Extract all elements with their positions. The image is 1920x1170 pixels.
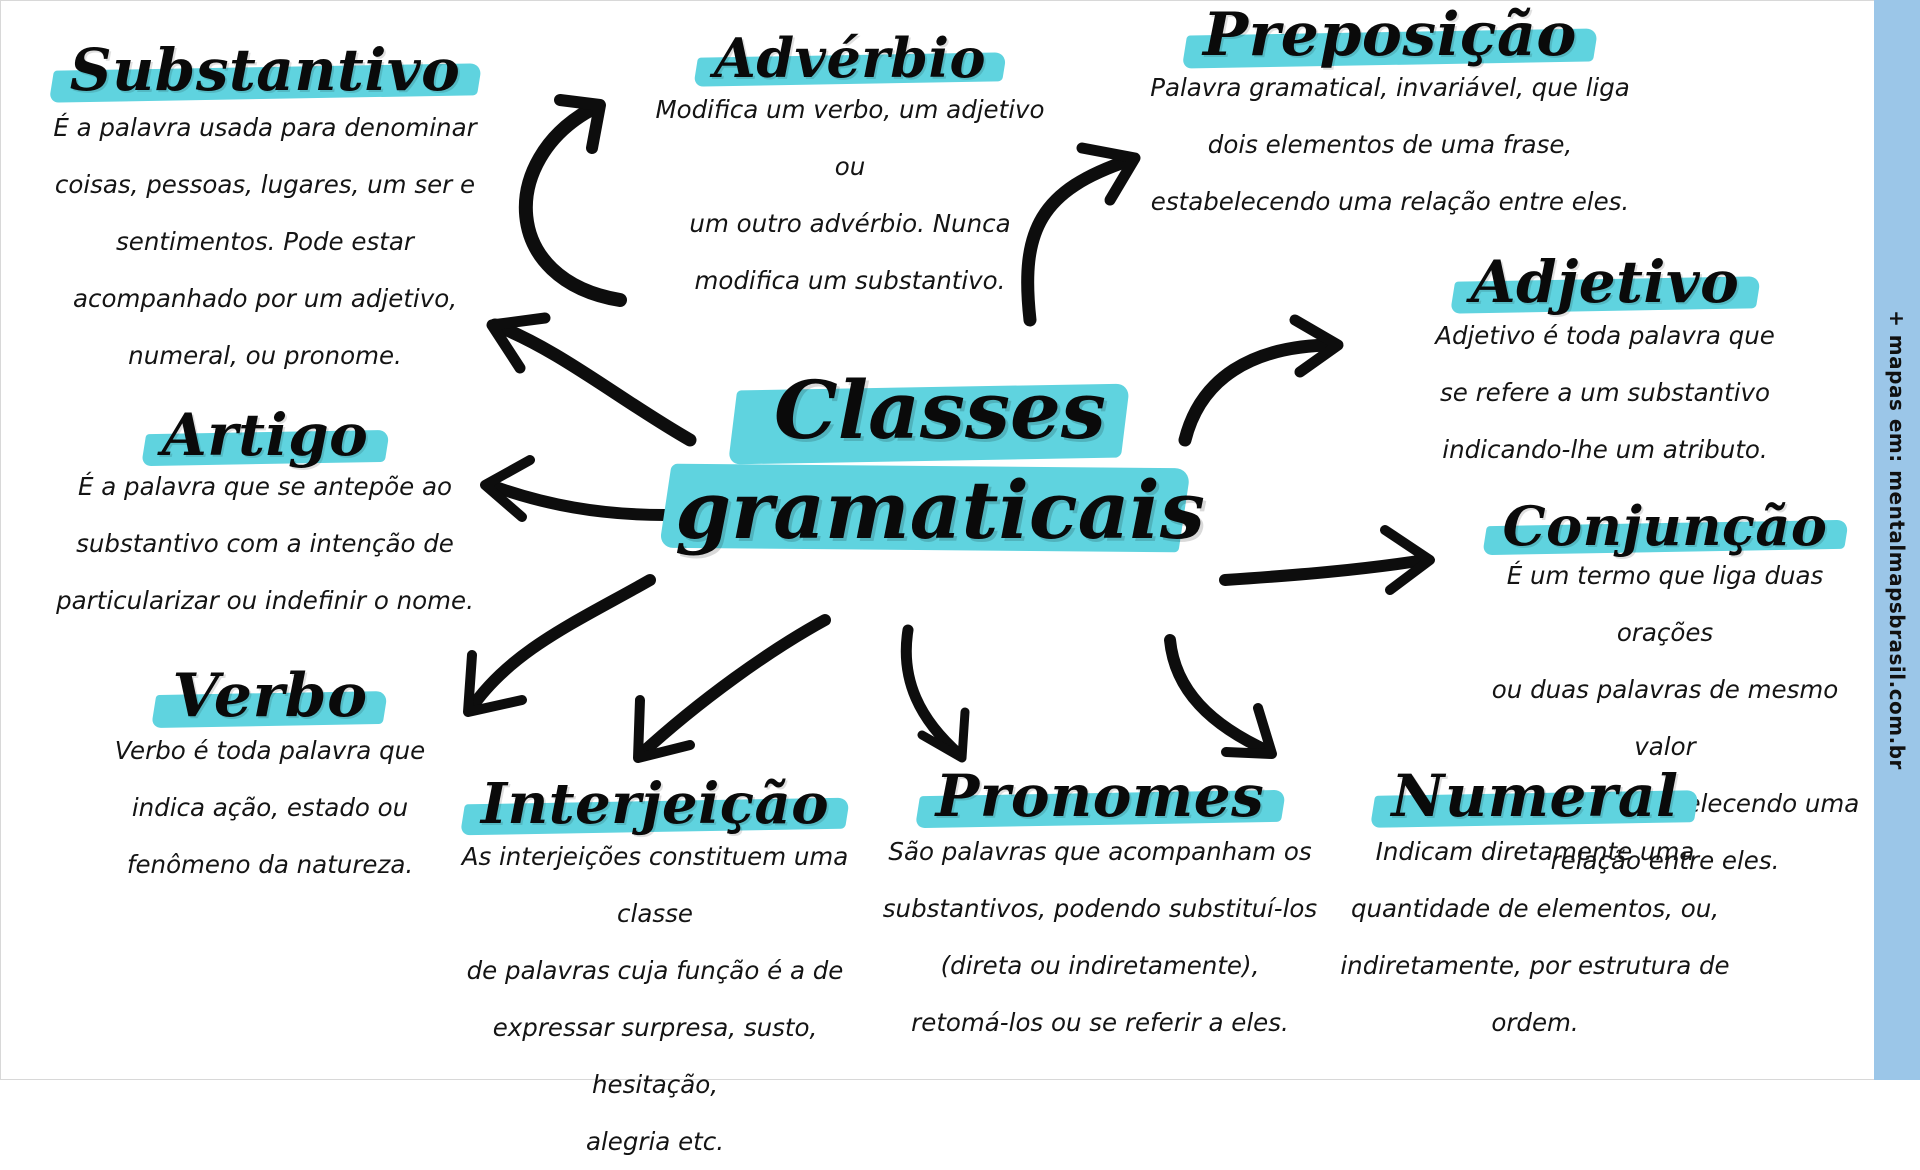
node-description: Indicam diretamente uma quantidade de el…: [1335, 823, 1735, 1051]
node-description: Modifica um verbo, um adjetivo ou um out…: [640, 81, 1060, 309]
desc-line: Adjetivo é toda palavra que: [1435, 320, 1775, 350]
arrow-to-substantivo-lower: [486, 312, 697, 447]
desc-line: Indicam diretamente uma: [1375, 836, 1695, 866]
arrow-to-artigo-head: [480, 455, 535, 522]
arrow-to-numeral-shaft: [1164, 634, 1276, 758]
node-title: Verbo: [172, 661, 368, 731]
arrow-to-pronomes-head: [917, 707, 970, 763]
desc-line: dois elementos de uma frase,: [1207, 130, 1573, 159]
arrow-to-numeral: [1164, 634, 1277, 759]
desc-line: ordem.: [1491, 1007, 1579, 1037]
desc-line: de palavras cuja função é a de: [466, 955, 844, 985]
node-verbo: Verbo Verbo é toda palavra que indica aç…: [90, 665, 450, 893]
node-pronomes: Pronomes São palavras que acompanham os …: [880, 766, 1320, 1051]
center-title-line1: Classes: [774, 363, 1106, 457]
arrow-to-substantivo-head: [554, 94, 606, 154]
desc-line: acompanhado por um adjetivo,: [72, 283, 458, 313]
arrow-to-adjetivo: [1178, 314, 1344, 447]
desc-line: particularizar ou indefinir o nome.: [56, 585, 474, 615]
node-interjeicao: Interjeição As interjeições constituem u…: [430, 775, 880, 1170]
desc-line: Palavra gramatical, invariável, que liga: [1150, 73, 1630, 102]
arrow-to-pronomes: [900, 624, 970, 763]
arrow-to-conjuncao: [1219, 525, 1435, 595]
node-adjetivo: Adjetivo Adjetivo é toda palavra que se …: [1420, 252, 1790, 478]
node-description: É a palavra que se antepõe ao substantiv…: [50, 458, 480, 629]
node-title: Conjunção: [1502, 494, 1828, 558]
desc-line: As interjeições constituem uma classe: [461, 841, 849, 928]
node-title: Artigo: [161, 401, 369, 469]
node-title: Adjetivo: [1470, 248, 1740, 316]
central-topic: Classes gramaticais: [659, 360, 1215, 560]
desc-line: indica ação, estado ou: [131, 793, 409, 822]
node-title: Preposição: [1203, 0, 1577, 70]
node-description: Verbo é toda palavra que indica ação, es…: [90, 722, 450, 893]
desc-line: Modifica um verbo, um adjetivo ou: [655, 94, 1045, 181]
arrow-to-interjeicao-head: [633, 695, 695, 763]
desc-line: relação entre eles.: [1550, 845, 1780, 875]
node-adverbio: Advérbio Modifica um verbo, um adjetivo …: [640, 30, 1060, 309]
desc-line: expressar surpresa, susto, hesitação,: [492, 1012, 818, 1099]
desc-line: fenômeno da natureza.: [126, 850, 414, 879]
node-title: Substantivo: [69, 36, 461, 104]
node-description: Adjetivo é toda palavra que se refere a …: [1420, 307, 1790, 478]
arrow-to-preposicao-shaft: [1021, 153, 1137, 327]
desc-line: um outro advérbio. Nunca: [689, 208, 1011, 238]
desc-line: se refere a um substantivo: [1439, 377, 1771, 407]
desc-line: (direta ou indiretamente),: [940, 950, 1260, 980]
desc-line: sentimentos. Pode estar: [116, 226, 414, 256]
arrow-to-adjetivo-head: [1289, 314, 1344, 378]
desc-line: alegria etc.: [585, 1126, 725, 1156]
arrow-to-substantivo-lower-shaft: [488, 318, 697, 447]
desc-line: indiretamente, por estrutura de: [1340, 950, 1730, 980]
desc-line: Verbo é toda palavra que: [114, 736, 426, 765]
node-description: É a palavra usada para denominar coisas,…: [50, 99, 480, 384]
node-title: Interjeição: [480, 771, 830, 837]
desc-line: É a palavra que se antepõe ao: [77, 471, 453, 501]
desc-line: substantivo com a intenção de: [76, 528, 454, 558]
node-artigo: Artigo É a palavra que se antepõe ao sub…: [50, 405, 480, 629]
arrow-to-numeral-head: [1221, 703, 1277, 759]
node-description: Palavra gramatical, invariável, que liga…: [1140, 59, 1640, 230]
arrow-to-substantivo: [518, 94, 627, 307]
arrow-to-adjetivo-shaft: [1178, 338, 1342, 447]
node-numeral: Numeral Indicam diretamente uma quantida…: [1335, 766, 1735, 1051]
desc-line: estabelecendo uma relação entre eles.: [1150, 187, 1630, 216]
desc-line: ou duas palavras de mesmo valor: [1491, 674, 1839, 761]
desc-line: indicando-lhe um atributo.: [1442, 434, 1768, 464]
arrow-to-substantivo-lower-head: [486, 312, 551, 374]
arrow-to-preposicao-head: [1076, 142, 1141, 206]
node-preposicao: Preposição Palavra gramatical, invariáve…: [1140, 4, 1640, 230]
arrow-to-conjuncao-head: [1380, 525, 1435, 595]
node-title: Advérbio: [713, 26, 987, 90]
desc-line: É um termo que liga duas orações: [1506, 560, 1824, 647]
desc-line: coisas, pessoas, lugares, um ser e: [54, 169, 476, 199]
arrow-to-artigo: [480, 455, 671, 522]
desc-line: numeral, ou pronome.: [128, 340, 402, 370]
arrow-to-preposicao: [1021, 142, 1141, 327]
node-description: São palavras que acompanham os substanti…: [880, 823, 1320, 1051]
center-title-line2: gramaticais: [675, 463, 1205, 557]
desc-line: modifica um substantivo.: [694, 265, 1006, 295]
desc-line: substantivos, podendo substituí-los: [882, 893, 1318, 923]
desc-line: É a palavra usada para denominar: [53, 112, 477, 142]
arrow-to-interjeicao: [633, 614, 831, 763]
arrow-to-conjuncao-shaft: [1219, 554, 1431, 586]
arrow-to-artigo-shaft: [484, 479, 671, 521]
node-title: Numeral: [1391, 762, 1679, 830]
node-substantivo: Substantivo É a palavra usada para denom…: [48, 36, 482, 384]
desc-line: retomá-los ou se referir a eles.: [911, 1007, 1289, 1037]
sidebar-website-text: + mapas em: mentalmapsbrasil.com.br: [1885, 310, 1909, 770]
sidebar-strip: [1874, 0, 1920, 1080]
node-title: Pronomes: [935, 762, 1265, 830]
arrow-to-verbo-shaft: [464, 574, 656, 716]
arrow-to-interjeicao-shaft: [634, 614, 831, 761]
arrow-to-verbo-head: [463, 650, 527, 717]
desc-line: São palavras que acompanham os: [888, 836, 1312, 866]
arrow-to-pronomes-shaft: [900, 624, 966, 761]
node-description: As interjeições constituem uma classe de…: [430, 828, 880, 1170]
arrow-to-substantivo-shaft: [518, 103, 627, 307]
connector-arrows: [463, 94, 1435, 763]
arrow-to-verbo: [463, 574, 656, 717]
desc-line: quantidade de elementos, ou,: [1350, 893, 1720, 923]
